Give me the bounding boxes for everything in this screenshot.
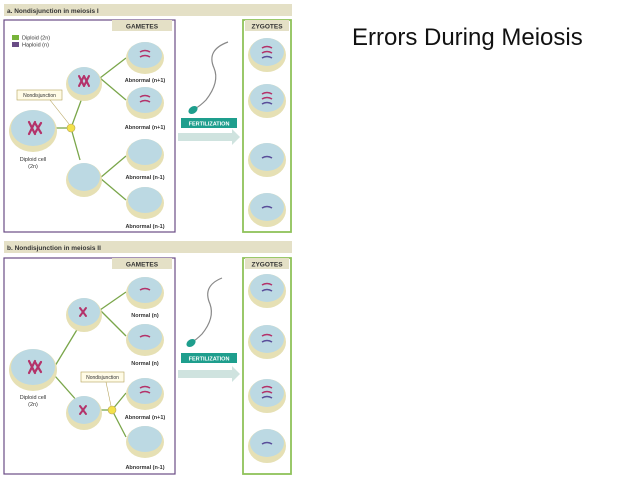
panel-b-zygotes-header [245, 258, 289, 269]
panel-a-gamete-2-label: Abnormal (n+1) [125, 125, 166, 131]
panel-a-sperm [188, 41, 229, 115]
panel-b-zygote-2 [248, 325, 286, 359]
panel-a-callout-box [16, 89, 63, 101]
panel-a-gamete-1-label: Abnormal (n+1) [125, 78, 166, 84]
panel-a-nondisjunction-dot [66, 123, 76, 133]
panel-b-gamete-2-label: Normal (n) [131, 361, 159, 367]
slide-title: Errors During Meiosis [352, 24, 583, 51]
panel-a-intermediate-cell-top [66, 67, 102, 101]
panel-b-parent-sublabel: (2n) [28, 402, 38, 408]
panel-a-zygote-4 [248, 193, 286, 227]
panel-a-callout-text: Nondisjunction [23, 93, 56, 99]
legend-diploid-swatch [12, 35, 19, 40]
legend-haploid-label: Haploid (n) [22, 43, 49, 49]
panel-a-intermediate-cell-bottom [66, 163, 102, 197]
panel-a-zygote-2 [248, 84, 286, 118]
panel-b-fertilization-arrow [178, 366, 240, 382]
panel-b-gamete-1 [126, 277, 164, 309]
panel-b-gamete-3 [126, 378, 164, 410]
panel-a-heading: a. Nondisjunction in meiosis I [7, 8, 99, 15]
panel-a-zygote-1 [248, 38, 286, 72]
panel-a-parent-cell [9, 110, 57, 152]
panel-b-gamete-3-label: Abnormal (n+1) [125, 415, 166, 421]
panel-a-gametes-header [112, 20, 172, 31]
panel-b-callout-text: Nondisjunction [86, 375, 119, 381]
panel-b-heading: b. Nondisjunction in meiosis II [7, 245, 101, 252]
panel-b-parent-label: Diploid cell [20, 395, 47, 401]
panel-a-branch-lines [55, 57, 127, 201]
panel-b-sperm [186, 277, 223, 348]
panel-b-intermediate-cell-bottom [66, 396, 102, 430]
panel-a-gamete-3 [126, 139, 164, 171]
panel-b-zygotes-label: ZYGOTES [251, 262, 283, 269]
panel-b-nondisjunction-dot [107, 405, 117, 415]
panel-b-zygote-4 [248, 429, 286, 463]
panel-b-header-bar [4, 241, 292, 253]
panel-b-gametes-label: GAMETES [126, 262, 159, 269]
panel-b-gamete-4 [126, 426, 164, 458]
panel-a: a. Nondisjunction in meiosis I GAMETES Z… [3, 4, 292, 233]
panel-b-intermediate-cell-top [66, 298, 102, 332]
panel-b-fertilization-badge [181, 353, 237, 363]
panel-b-branch-lines [54, 291, 127, 438]
panel-a-gamete-1 [126, 42, 164, 74]
panel-b-zygote-1 [248, 274, 286, 308]
panel-b-zygote-3 [248, 379, 286, 413]
panel-a-parent-label: Diploid cell [20, 157, 47, 163]
panel-a-parent-sublabel: (2n) [28, 164, 38, 170]
panel-a-zygote-3 [248, 143, 286, 177]
panel-a-diagram-border [3, 19, 176, 233]
panel-a-fertilization-arrow [178, 129, 240, 145]
panel-a-header-bar [4, 4, 292, 16]
panel-a-gamete-3-label: Abnormal (n-1) [125, 175, 164, 181]
panel-b-gamete-2 [126, 324, 164, 356]
panel-a-gametes-label: GAMETES [126, 24, 159, 31]
panel-b-gamete-1-label: Normal (n) [131, 313, 159, 319]
panel-a-fertilization-label: FERTILIZATION [189, 122, 230, 128]
panel-a-gamete-4 [126, 187, 164, 219]
panel-a-gamete-2 [126, 87, 164, 119]
panel-b-diagram-border [3, 257, 176, 475]
panel-b: b. Nondisjunction in meiosis II GAMETES … [3, 241, 292, 475]
panel-a-zygotes-header [245, 20, 289, 31]
panel-a-fertilization-badge [181, 118, 237, 128]
panel-b-fertilization-label: FERTILIZATION [189, 357, 230, 363]
panel-a-gamete-4-label: Abnormal (n-1) [125, 224, 164, 230]
meiosis-figure: a. Nondisjunction in meiosis I GAMETES Z… [3, 4, 292, 475]
panel-b-parent-cell [9, 349, 57, 391]
panel-a-zygotes-label: ZYGOTES [251, 24, 283, 31]
legend-diploid-label: Diploid (2n) [22, 36, 50, 42]
panel-b-gamete-4-label: Abnormal (n-1) [125, 465, 164, 471]
panel-b-callout-box [80, 371, 125, 383]
legend-haploid-swatch [12, 42, 19, 47]
panel-b-gametes-header [112, 258, 172, 269]
